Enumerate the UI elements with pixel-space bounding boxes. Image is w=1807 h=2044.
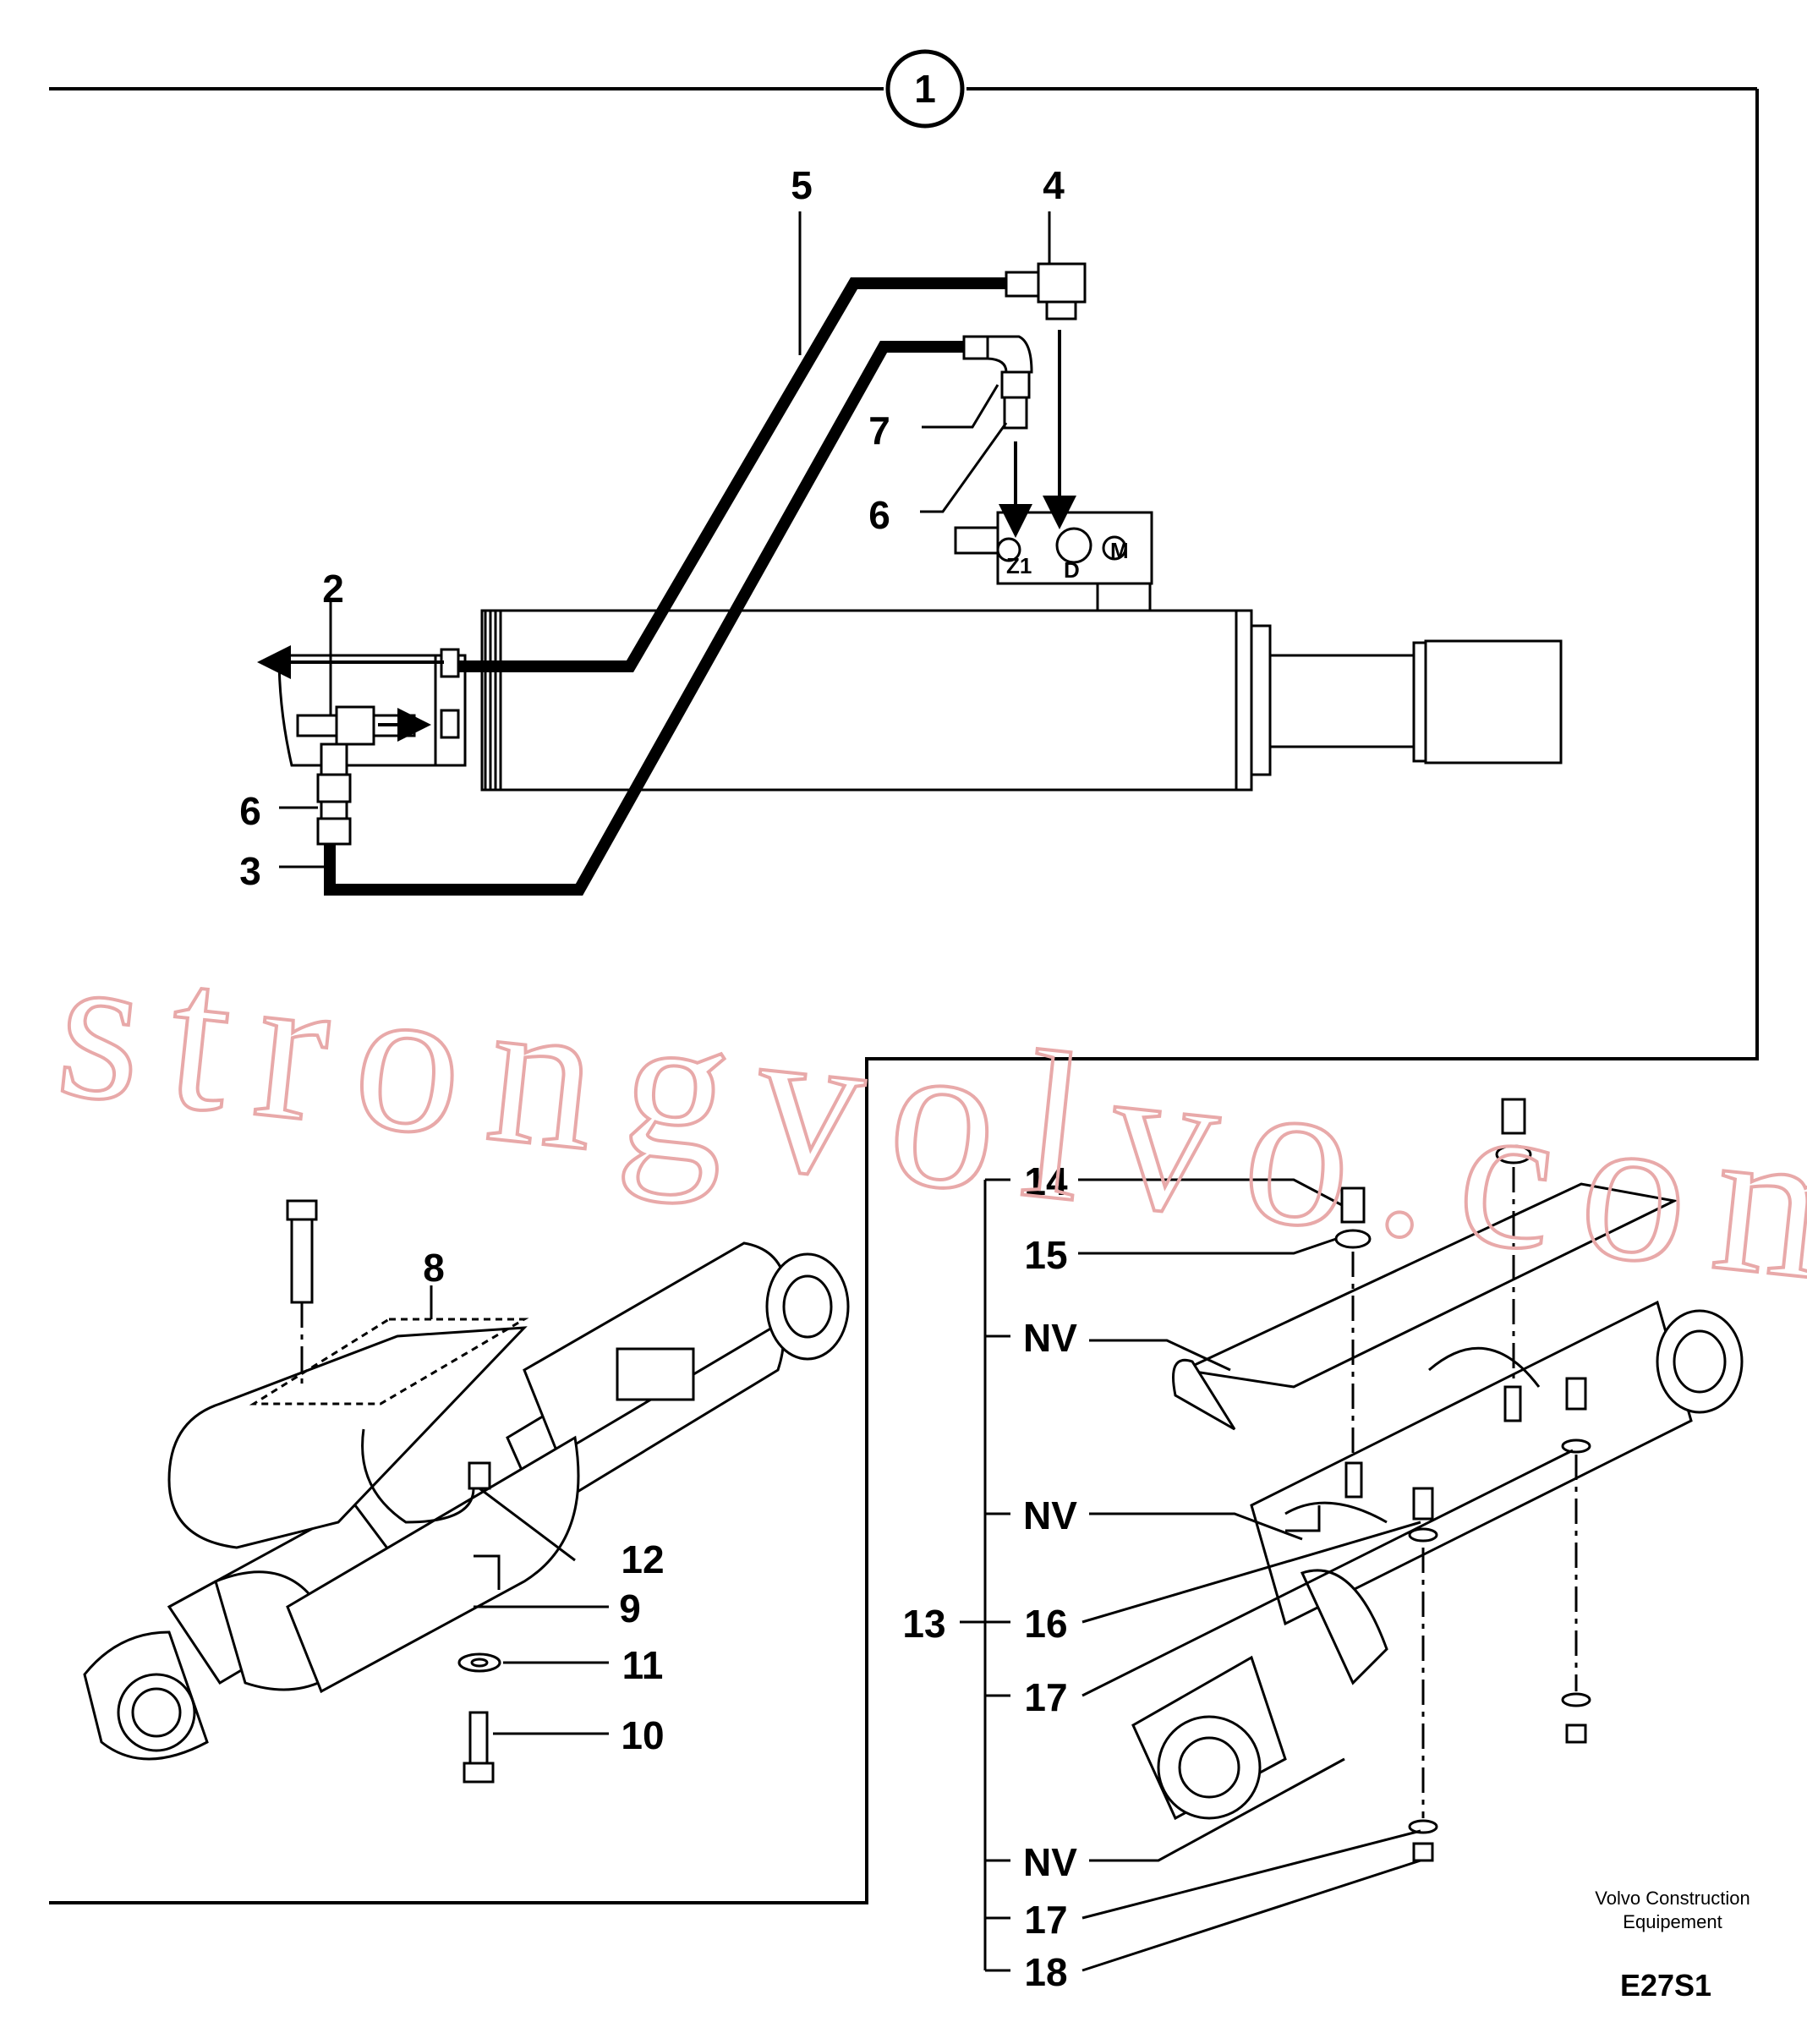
callout-labels: 2 3 4 5 6 6 7 8 9 10 11 12 13 14 15 NV N… [239,163,1077,1994]
callout-18: 18 [1024,1950,1067,1994]
svg-text:D: D [1064,557,1080,583]
port-labels: Z1 D M [1006,538,1129,583]
callout-13: 13 [902,1602,945,1646]
guard-and-clamp-assembly [1131,1098,1744,1862]
callout-2: 2 [322,567,344,611]
frame [49,87,1759,1904]
callout-15: 15 [1024,1233,1067,1277]
callout-nv-top: NV [1023,1316,1077,1360]
flow-arrows [257,330,1076,742]
callout-7: 7 [868,408,890,452]
cylinder-bracket-assembly [83,1199,850,1784]
hydraulic-hoses [324,277,1006,896]
callout-5: 5 [791,163,813,207]
callout-12: 12 [621,1537,664,1581]
callout-6-left: 6 [239,789,261,833]
callout-11: 11 [622,1643,664,1687]
callout-8: 8 [423,1246,445,1290]
callout-nv-middle: NV [1023,1493,1077,1537]
callout-10: 10 [621,1713,664,1757]
callout-4: 4 [1043,163,1065,207]
svg-text:M: M [1110,538,1129,563]
leader-lines-bottom-left [300,1285,609,1735]
hydraulic-cylinder [277,511,1563,792]
callout-17-bottom: 17 [1024,1898,1067,1942]
section-marker: 1 [885,49,965,129]
fittings [296,262,1127,846]
callout-16: 16 [1024,1602,1067,1646]
callout-17-top: 17 [1024,1675,1067,1719]
footer-company-line2: Equipement [1623,1911,1722,1932]
drawing-code: E27S1 [1620,1968,1711,2003]
footer: Volvo Construction Equipement E27S1 [1595,1888,1750,2003]
leader-lines-bottom-right [960,1167,1578,1972]
svg-text:1: 1 [914,67,936,111]
callout-nv-bottom: NV [1023,1840,1077,1884]
svg-text:Z1: Z1 [1006,553,1032,578]
footer-company: Volvo Construction [1595,1888,1750,1909]
callout-9: 9 [619,1586,641,1630]
callout-14: 14 [1024,1159,1068,1203]
leader-lines-top [279,211,1051,869]
callout-6-right: 6 [868,493,890,537]
callout-3: 3 [239,849,261,893]
